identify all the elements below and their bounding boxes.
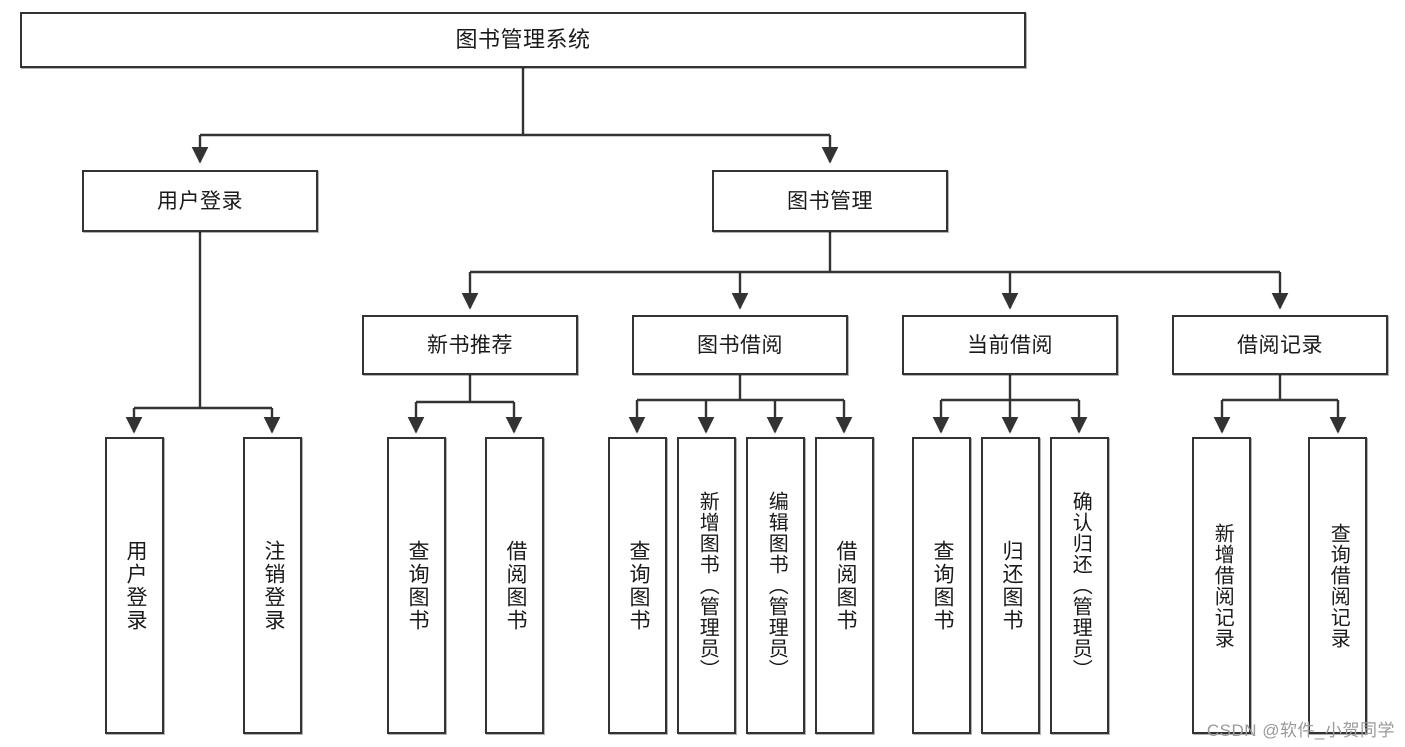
leaf-label: 归还图书 [999, 539, 1023, 632]
node-borrow-record[interactable]: 借阅记录 [1172, 315, 1388, 375]
leaf-label: 注销登录 [261, 539, 285, 632]
leaf-borrow-record-add[interactable]: 新增借阅记录 [1192, 437, 1251, 734]
leaf-user-login-logout[interactable]: 注销登录 [243, 437, 302, 734]
leaf-current-borrow-return[interactable]: 归还图书 [981, 437, 1040, 734]
node-current-borrow[interactable]: 当前借阅 [902, 315, 1118, 375]
node-label: 用户登录 [157, 189, 243, 213]
node-label: 图书管理 [787, 189, 873, 213]
leaf-label: 新增借阅记录 [1211, 522, 1234, 649]
leaf-borrow-record-query[interactable]: 查询借阅记录 [1308, 437, 1367, 734]
node-user-login[interactable]: 用户登录 [82, 170, 318, 232]
node-book-borrow[interactable]: 图书借阅 [632, 315, 848, 375]
node-label: 新书推荐 [427, 333, 513, 357]
leaf-label: 新增图书（管理员） [696, 491, 719, 680]
node-book-manage[interactable]: 图书管理 [712, 170, 948, 232]
node-new-book-recommend[interactable]: 新书推荐 [362, 315, 578, 375]
leaf-book-borrow-add[interactable]: 新增图书（管理员） [677, 437, 736, 734]
leaf-current-borrow-confirm-return[interactable]: 确认归还（管理员） [1050, 437, 1109, 734]
leaf-current-borrow-query[interactable]: 查询图书 [912, 437, 971, 734]
leaf-label: 用户登录 [123, 539, 147, 632]
leaf-label: 查询图书 [405, 539, 429, 632]
leaf-book-borrow-edit[interactable]: 编辑图书（管理员） [746, 437, 805, 734]
leaf-book-borrow-borrow[interactable]: 借阅图书 [815, 437, 874, 734]
node-root-system[interactable]: 图书管理系统 [20, 12, 1026, 68]
leaf-label: 借阅图书 [833, 539, 857, 632]
leaf-new-book-query[interactable]: 查询图书 [387, 437, 446, 734]
leaf-label: 查询图书 [626, 539, 650, 632]
leaf-new-book-borrow[interactable]: 借阅图书 [485, 437, 544, 734]
watermark-text: CSDN @软件_小贺同学 [1206, 721, 1395, 740]
leaf-label: 确认归还（管理员） [1069, 491, 1092, 680]
node-label: 当前借阅 [967, 333, 1053, 357]
leaf-label: 查询图书 [930, 539, 954, 632]
leaf-book-borrow-query[interactable]: 查询图书 [608, 437, 667, 734]
leaf-label: 借阅图书 [503, 539, 527, 632]
leaf-label: 编辑图书（管理员） [765, 491, 788, 680]
node-label: 图书借阅 [697, 333, 783, 357]
node-label: 借阅记录 [1237, 333, 1323, 357]
leaf-user-login-login[interactable]: 用户登录 [105, 437, 164, 734]
node-label: 图书管理系统 [455, 27, 591, 52]
leaf-label: 查询借阅记录 [1327, 522, 1350, 649]
